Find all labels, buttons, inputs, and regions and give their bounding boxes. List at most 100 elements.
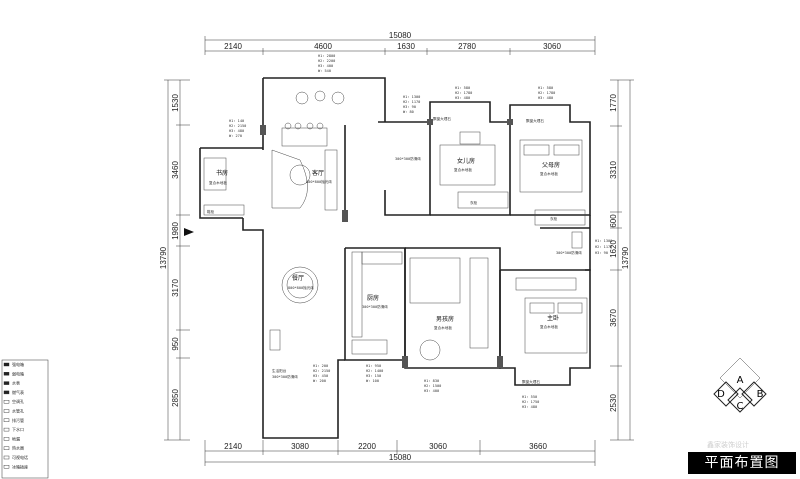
h-kitchen-4: W: 200 [313,379,326,383]
dining-name: 餐厅 [292,274,304,282]
h-living-2: H2: 2200 [318,59,335,63]
right-dimension-chain: 13790 1770 3310 600 1620 3670 2530 [609,79,634,441]
h-corridor-2: H2: 1400 [366,369,383,373]
h-daughter-2: H2: 1780 [455,91,472,95]
right-total-dim: 13790 [621,246,630,269]
left-total-dim: 13790 [159,246,168,269]
master-name: 主卧 [547,314,559,322]
left-dim-2: 3460 [171,161,180,179]
study-name: 书房 [216,169,228,177]
h-kitchen-1: H1: 200 [313,364,328,368]
legend-symbol-icon [3,418,10,422]
left-dim-5: 950 [171,337,180,351]
legend-label: 弱电箱 [12,370,24,376]
balcony-floor: 300*300防滑砖 [272,374,298,379]
daughter-floor: 复合木地板 [454,167,472,172]
legend-label: 热水器 [12,445,24,451]
h-parents-1: H1: 580 [538,86,553,90]
h-kitchen-3: H3: 450 [313,374,328,378]
h-kitchen-2: H2: 2150 [313,369,330,373]
top-dim-5: 3060 [543,42,561,51]
h-parents-3: H3: 480 [538,96,553,100]
h-bath1-1: H1: 1300 [403,95,420,99]
bottom-dim-5: 3660 [529,442,547,451]
legend-symbol-icon [3,455,10,460]
dining-floor: 800*800抛光砖 [288,285,314,290]
bottom-total-dim: 15080 [389,453,412,462]
h-master-3: H3: 480 [522,405,537,409]
bay-window-label-3: 飘窗大理石 [522,379,540,384]
study-outer-wall [199,148,243,219]
living-name: 客厅 [312,169,324,177]
parents-floor: 复合木地板 [540,171,558,176]
legend-symbol-icon [3,409,10,413]
bottom-dimension-chain: 2140 3080 2200 3060 3660 15080 [204,440,596,466]
h-son-1: H1: 830 [424,379,439,383]
h-living-3: H3: 400 [318,64,333,68]
legend-symbol-icon [3,427,10,432]
h-corridor-3: H3: 150 [366,374,381,378]
h-daughter-1: H1: 580 [455,86,470,90]
right-dim-3: 600 [609,214,618,228]
dining-left-wall [242,218,264,350]
h-study-1: H1: 140 [229,119,244,123]
top-dimension-chain: 15080 2140 4600 1630 2780 3060 [204,31,596,55]
legend-label: 地漏 [12,435,20,441]
right-wall-upper [585,215,591,271]
legend-symbol-icon [3,437,10,441]
legend-label: 空调孔 [12,398,24,404]
legend-label: 排污管 [12,417,24,423]
daughter-name: 女儿房 [457,157,475,165]
parents-wall [509,104,591,216]
legend-label: 下水口 [12,426,24,432]
legend-symbol-icon [3,446,10,450]
legend-label: 水管孔 [12,408,24,414]
drawing-title: 平面布置图 [688,452,796,474]
h-master-1: H1: 550 [522,395,537,399]
balcony-name: 生活阳台 [272,368,287,373]
balcony-bottom-wall [262,350,345,439]
wardrobe-label-1: 衣柜 [470,200,478,205]
compass-a: A [737,375,744,386]
h-daughter-3: H3: 480 [455,96,470,100]
right-dim-4: 1620 [609,240,618,258]
legend-symbol-icon [3,381,10,385]
room-labels: 书房 复合木地板 客厅 800*800抛光砖 餐厅 800*800抛光砖 厨房 … [207,116,582,384]
furniture [203,90,588,361]
bottom-dim-2: 3080 [291,442,309,451]
legend-symbol-icon [3,362,10,367]
legend-label: 冰箱插座 [12,463,28,469]
living-floor: 800*800抛光砖 [306,179,332,184]
h-corridor-4: W: 100 [366,379,379,383]
h-bath1-4: W: 80 [403,110,414,114]
left-dimension-chain: 13790 1530 3460 1980 3170 950 2850 [159,79,190,441]
bay-window-label-2: 飘窗大理石 [433,116,451,121]
left-dim-3: 1980 [171,222,180,240]
compass-icon: A B C D [713,357,767,413]
wall-columns [260,119,513,368]
h-right-2: H2: 1170 [595,245,612,249]
top-dim-4: 2780 [458,42,476,51]
left-dim-1: 1530 [171,94,180,112]
top-dim-3: 1630 [397,42,415,51]
right-dim-2: 3310 [609,161,618,179]
bottom-dim-4: 3060 [429,442,447,451]
legend-label: 可视电话 [12,454,28,460]
study-floor: 复合木地板 [209,180,227,185]
h-parents-2: H2: 1780 [538,91,555,95]
legend-label: 水表 [12,380,20,386]
bath2-floor: 300*300防滑砖 [556,250,582,255]
h-living-4: W: 540 [318,69,331,73]
wardrobe-label-2: 衣柜 [550,216,558,221]
legend-symbol-icon [3,400,10,404]
compass-b: B [757,389,764,400]
legend-label: 燃气表 [12,389,24,395]
entrance-arrow-icon [184,228,194,236]
right-dim-6: 2530 [609,394,618,412]
h-right-3: H3: 90 [595,251,608,255]
top-total-dim: 15080 [389,31,412,40]
h-right-1: H1: 1300 [595,239,612,243]
h-son-3: H3: 400 [424,389,439,393]
